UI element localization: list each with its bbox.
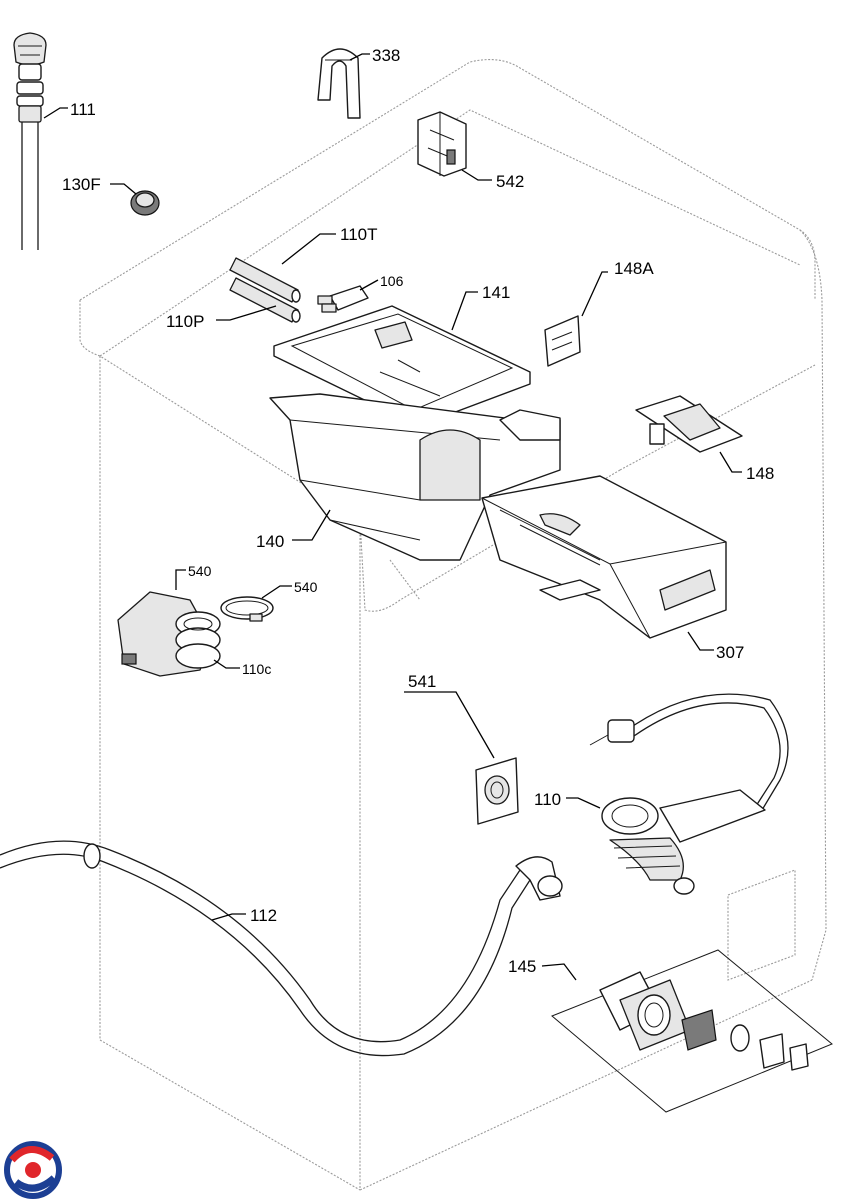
part-110c-bellows: 540 110c [117,563,271,677]
part-111-inlet-hose: 111 [13,32,96,250]
label-540-top: 540 [188,563,212,579]
label-110c: 110c [242,661,271,677]
part-130F-nut: 130F [62,175,160,216]
label-145: 145 [508,957,536,976]
label-106: 106 [380,273,404,289]
label-540-ring: 540 [294,579,318,595]
label-541: 541 [408,672,436,691]
part-542-bracket: 542 [417,111,524,191]
cabinet-outline [79,59,827,1191]
label-112: 112 [250,906,277,925]
label-338: 338 [372,46,400,65]
part-106-connector: 106 [317,273,404,313]
label-130F: 130F [62,175,101,194]
label-141: 141 [482,283,510,302]
label-148A: 148A [614,259,654,278]
brand-logo-icon [4,1141,62,1199]
part-541-seal-bracket: 541 [404,672,519,825]
part-140-dispenser-housing: 140 [256,393,561,561]
part-148-switch: 148 [635,395,774,483]
label-542: 542 [496,172,524,191]
part-307-detergent-drawer: 307 [481,475,744,662]
part-148A-bracket: 148A [544,259,654,367]
part-112-drain-hose: 112 [0,840,563,1057]
label-148: 148 [746,464,774,483]
part-338-clip: 338 [317,46,400,119]
label-111: 111 [70,100,96,119]
label-110T: 110T [340,225,378,244]
part-145-pump-kit: 145 [508,949,833,1113]
part-110T-110P-pipes: 110T 110P [166,225,378,331]
part-110-hose: 110 [534,693,789,895]
label-110P: 110P [166,312,204,331]
part-141-dispenser-lid: 141 [273,283,531,427]
label-307: 307 [716,643,744,662]
part-540-clamp: 540 [220,579,318,622]
label-110: 110 [534,790,561,809]
label-140: 140 [256,532,284,551]
